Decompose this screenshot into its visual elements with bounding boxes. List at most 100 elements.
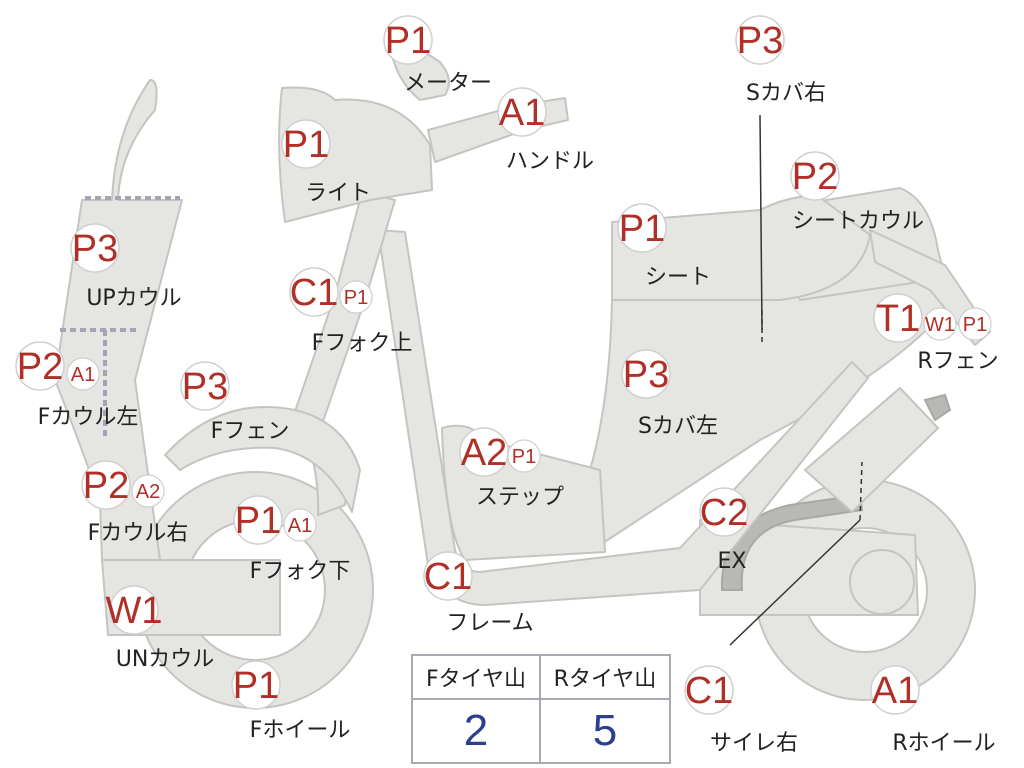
damage-code: P3: [182, 366, 228, 408]
damage-code: W1: [106, 590, 163, 632]
rear-tire-value: 5: [592, 706, 618, 755]
code-circle: [699, 487, 749, 537]
code-circle: [621, 349, 671, 399]
part-name: フレーム: [446, 611, 533, 636]
part-name: Fカウル右: [88, 521, 189, 546]
damage-code: A1: [71, 364, 95, 386]
front-fender-shape: [164, 406, 361, 513]
part-name: Rフェン: [917, 349, 998, 374]
code-circle: [735, 15, 785, 65]
part-label-handle: A1 ハンドル: [497, 87, 594, 174]
code-circle: [339, 280, 373, 314]
damage-code: P1: [619, 208, 665, 250]
damage-code: A1: [872, 670, 918, 712]
damage-code: C1: [290, 272, 339, 314]
damage-code: P1: [233, 665, 279, 707]
damage-code: W1: [925, 314, 955, 336]
damage-code: P2: [17, 346, 63, 388]
damage-code: C2: [700, 492, 749, 534]
body-cover-shape: [589, 264, 946, 546]
damage-code: C1: [685, 670, 734, 712]
code-circle: [684, 665, 734, 715]
damage-code: P1: [235, 500, 281, 542]
silencer-leader-dash: [859, 461, 863, 521]
rear-tire-header: Rタイヤ山: [541, 656, 669, 700]
muffler-tip-shape: [923, 393, 952, 422]
tire-tread-table: Fタイヤ山 Rタイヤ山 2 5: [411, 654, 671, 764]
part-name: EX: [718, 549, 747, 574]
code-circle: [870, 665, 920, 715]
damage-code: A2: [461, 432, 507, 474]
code-circle: [790, 151, 840, 201]
damage-code: A1: [288, 515, 312, 537]
damage-code: A2: [136, 481, 160, 503]
part-name: UPカウル: [86, 286, 181, 311]
code-circle: [66, 357, 100, 391]
code-circle: [383, 15, 433, 65]
seat-shape: [611, 194, 871, 301]
code-circle: [497, 87, 547, 137]
leader-lines: [729, 114, 863, 646]
code-circle: [81, 460, 131, 510]
damage-code: P1: [512, 446, 536, 468]
part-name: Sカバ右: [746, 81, 826, 106]
damage-code: P3: [72, 228, 118, 270]
s-cover-right-leader: [759, 114, 763, 331]
code-circle: [873, 293, 923, 343]
part-name: UNカウル: [116, 647, 215, 672]
part-name: ライト: [305, 181, 371, 206]
code-circle: [923, 307, 957, 341]
damage-code: P1: [385, 20, 431, 62]
part-name: Fフォク上: [312, 331, 413, 356]
code-circle: [15, 341, 65, 391]
part-label-seat: P1 シート: [617, 203, 711, 290]
part-name: Rホイール: [892, 731, 995, 756]
part-label-frame: C1 フレーム: [423, 551, 534, 636]
part-name: ステップ: [476, 485, 564, 510]
damage-code: P2: [792, 156, 838, 198]
part-name: Sカバ左: [638, 414, 718, 439]
code-circle: [70, 223, 120, 273]
code-circle: [283, 508, 317, 542]
code-circle: [131, 474, 165, 508]
rear-axle-shape: [849, 549, 915, 615]
code-circle: [423, 551, 473, 601]
damage-code: P3: [623, 354, 669, 396]
damage-code: C1: [424, 556, 473, 598]
damage-code: A1: [499, 92, 545, 134]
code-circle: [617, 203, 667, 253]
front-tire-value: 2: [413, 700, 541, 762]
damage-code: P1: [344, 287, 368, 309]
damage-code: T1: [876, 298, 920, 340]
damage-code: P2: [83, 465, 129, 507]
part-name: ハンドル: [506, 149, 594, 174]
silencer-leader: [729, 519, 861, 646]
part-name: Fフェン: [211, 419, 290, 444]
part-name: シート: [645, 265, 711, 290]
code-circle: [289, 267, 339, 317]
part-name: Fホイール: [250, 718, 351, 743]
part-name: メーター: [404, 71, 492, 96]
code-circle: [233, 495, 283, 545]
code-circle: [180, 361, 230, 411]
code-circle: [281, 119, 331, 169]
part-name: サイレ右: [710, 731, 798, 756]
rear-fender-shape: [869, 229, 991, 346]
code-circle: [109, 585, 159, 635]
part-label-silencer-right: C1 サイレ右: [684, 665, 798, 756]
